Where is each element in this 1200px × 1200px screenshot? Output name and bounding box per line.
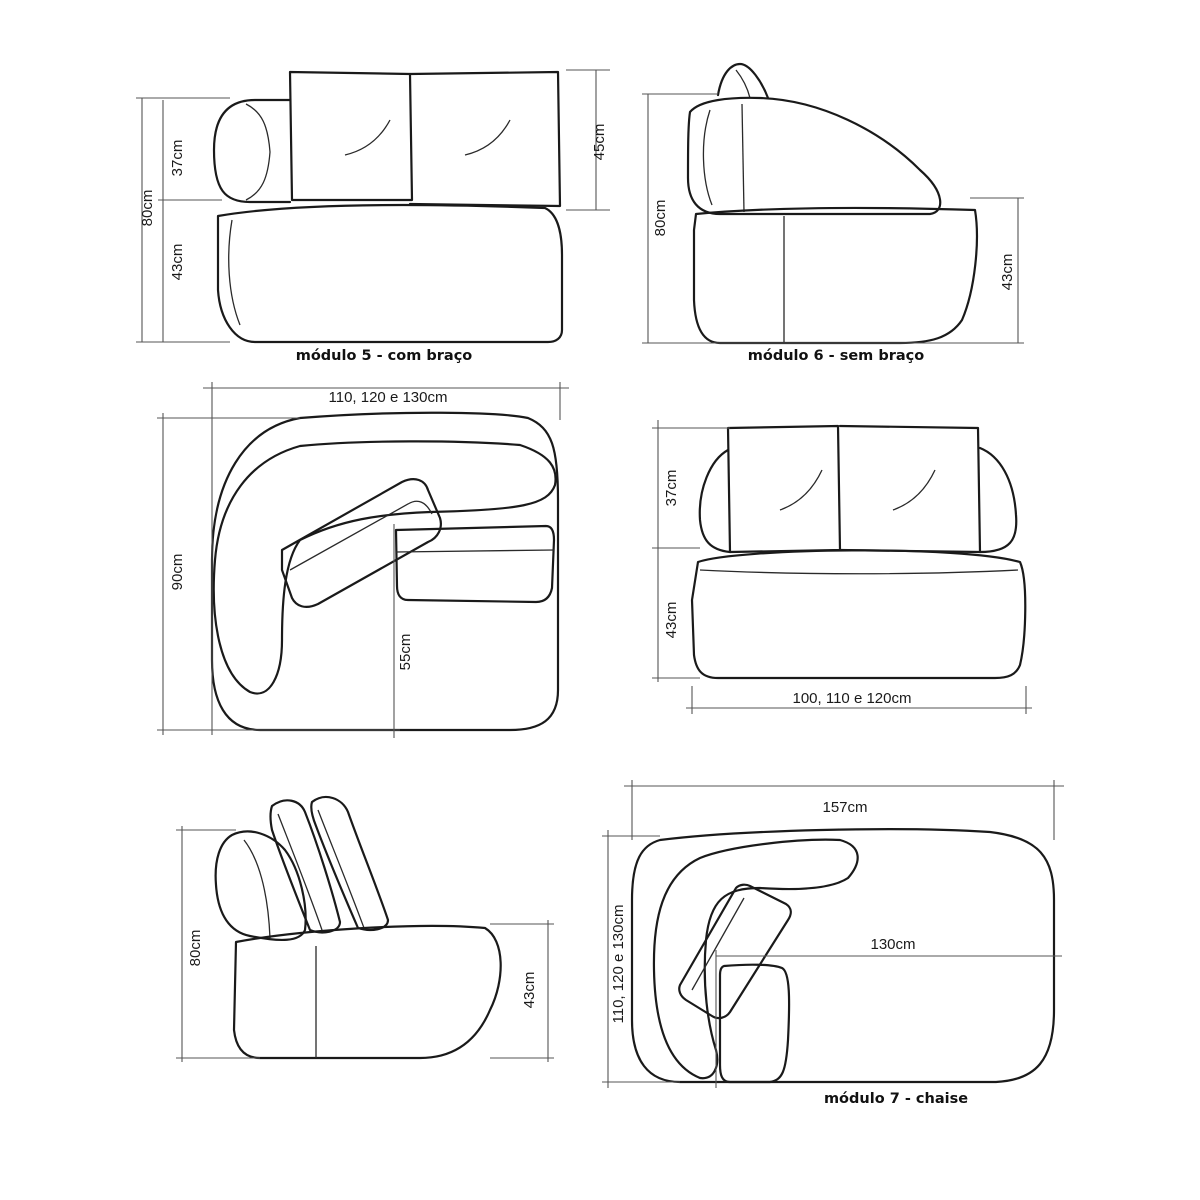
side-total-height-label: 80cm: [187, 930, 204, 967]
chaise-dimension-lines: [602, 780, 1064, 1088]
front-view-dimension-lines: [652, 420, 1032, 714]
module-7-chaise-top-view: [630, 828, 1056, 1084]
top-view-dimension-lines: [157, 382, 569, 738]
front-seat-height-label: 43cm: [663, 602, 680, 639]
module-front-view: [690, 424, 1027, 680]
module-5-front-view: [212, 70, 564, 344]
side-seat-height-label: 43cm: [521, 972, 538, 1009]
module-5-dimension-lines: [136, 69, 610, 343]
front-back-height-label: 37cm: [663, 470, 680, 507]
module-captions: módulo 5 - com braço módulo 6 - sem braç…: [296, 348, 968, 1107]
module-6-side-view: [686, 62, 978, 345]
module-6-dimension-lines: [642, 93, 1024, 344]
chaise-seat-length-label: 130cm: [870, 936, 915, 953]
module-side-view: [214, 795, 502, 1060]
side-view-dimension-lines: [176, 826, 554, 1062]
m5-cushion-height-label: 45cm: [591, 124, 608, 161]
module-7-caption: módulo 7 - chaise: [824, 1091, 968, 1107]
chaise-length-label: 157cm: [822, 799, 867, 816]
top-width-label: 110, 120 e 130cm: [329, 389, 448, 406]
module-6-caption: módulo 6 - sem braço: [748, 348, 924, 364]
m5-seat-height-label: 43cm: [169, 244, 186, 281]
module-5-caption: módulo 5 - com braço: [296, 348, 473, 364]
dimension-labels: 80cm 37cm 43cm 45cm 80cm 43cm 110, 120 e…: [139, 124, 1016, 1024]
m5-back-height-label: 37cm: [169, 140, 186, 177]
module-top-view: [210, 411, 560, 732]
m6-seat-height-label: 43cm: [999, 254, 1016, 291]
top-seat-depth-label: 55cm: [397, 634, 414, 671]
m6-total-height-label: 80cm: [652, 200, 669, 237]
front-width-label: 100, 110 e 120cm: [793, 690, 912, 707]
top-depth-label: 90cm: [169, 554, 186, 591]
m5-total-height-label: 80cm: [139, 190, 156, 227]
chaise-width-label: 110, 120 e 130cm: [610, 905, 627, 1024]
